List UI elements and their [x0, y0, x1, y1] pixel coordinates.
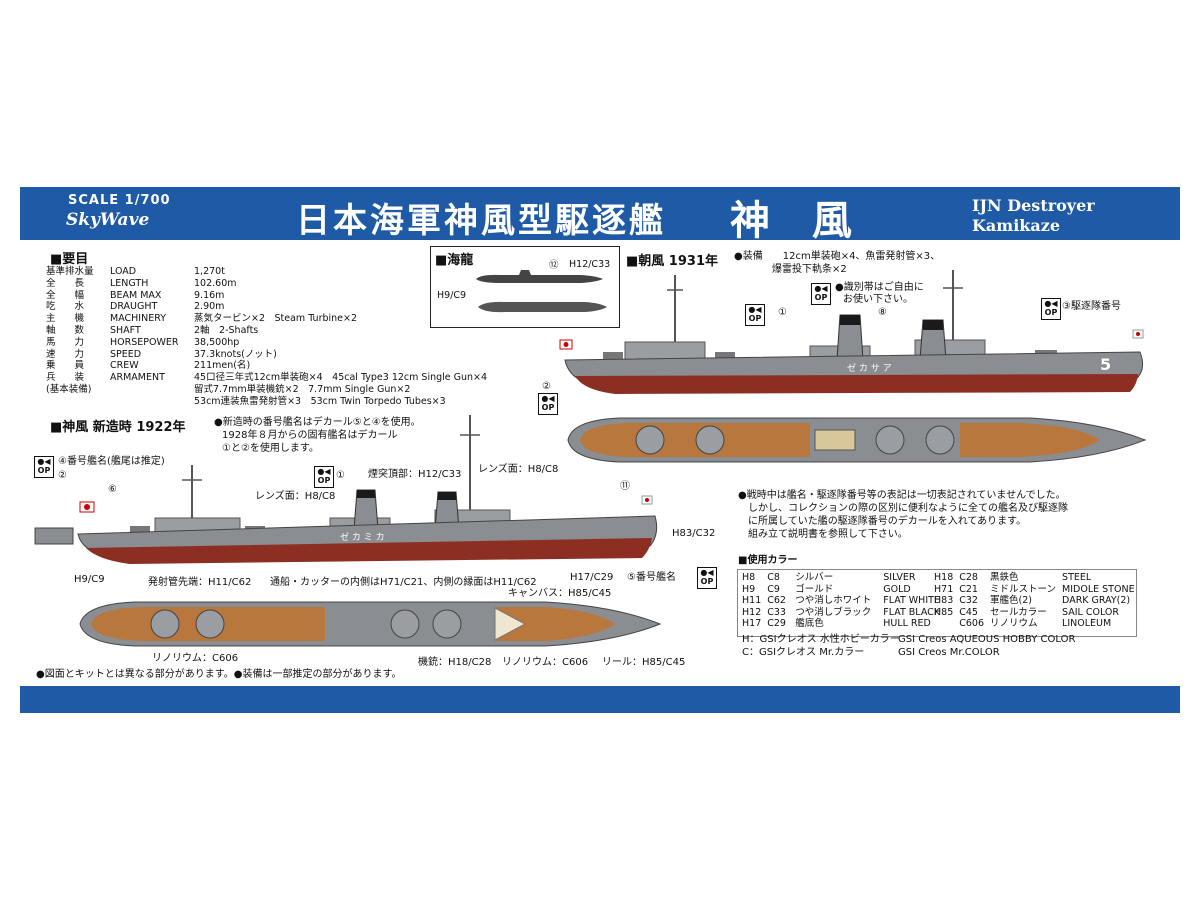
kamikaze-label-4: ④番号艦名(艦尾は推定) — [58, 456, 165, 467]
asakaze-hull-name: ゼ カ サ ア — [847, 362, 892, 374]
asakaze-side-profile: ゼ カ サ ア 5 — [559, 270, 1144, 394]
specs-heading: ■要目 — [50, 252, 89, 267]
op-badge: ●◀OP — [745, 304, 765, 326]
op-badge: ●◀OP — [314, 466, 334, 488]
spec-row: 53cm連装魚雷発射管×3 53cm Twin Torpedo Tubes×3 — [194, 395, 446, 407]
label-torpedo: 発射管先端：H11/C62 — [148, 577, 252, 588]
kamikaze-callout-1: ① — [336, 470, 345, 481]
brand-logo: SkyWave — [66, 210, 150, 230]
op-badge: ●◀OP — [697, 567, 717, 589]
label-canvas: キャンバス：H85/C45 — [508, 588, 612, 599]
kamikaze-callout-6: ⑥ — [108, 484, 117, 495]
legend-h-jp: H：GSIクレオス 水性ホビーカラー — [742, 634, 900, 645]
op-badge: ●◀OP — [811, 283, 831, 305]
legend-c-jp: C：GSIクレオス Mr.カラー — [742, 647, 865, 658]
label-linoleum-mid: リノリウム：C606 — [502, 657, 589, 668]
asakaze-top-view — [567, 417, 1147, 463]
kamikaze-hull-name: ゼ カ ミ カ — [340, 531, 385, 543]
op-badge: ●◀OP — [538, 393, 558, 415]
kairyu-panel: ■海龍 H12/C33 H9/C9 ⑫ — [430, 246, 620, 328]
kamikaze-side-profile: ゼ カ ミ カ — [34, 415, 658, 564]
asakaze-note-2: お使い下さい。 — [843, 294, 913, 305]
asakaze-hull-number: 5 — [1100, 355, 1111, 374]
asakaze-callout-2: ② — [542, 381, 551, 392]
label-h9: H9/C9 — [74, 574, 105, 585]
asakaze-callout-8: ⑧ — [878, 307, 887, 318]
kamikaze-note-2: 1928年８月からの固有艦名はデカール — [222, 430, 398, 441]
scale-label: SCALE 1/700 — [68, 193, 171, 208]
footer-note: ●図面とキットとは異なる部分があります。●装備は一部推定の部分があります。 — [36, 669, 402, 680]
asakaze-equip-2: 爆雷投下軌条×2 — [772, 264, 847, 275]
asakaze-equip-1: ●装備 12cm単装砲×4、魚雷発射管×3、 — [734, 251, 941, 262]
label-lens-2: レンズ面：H8/C8 — [255, 491, 336, 502]
label-stack-top: 煙突頂部：H12/C33 — [368, 469, 462, 480]
label-5: ⑤番号艦名 — [627, 572, 676, 583]
label-mg: 機銃：H18/C28 — [418, 657, 492, 668]
label-h17: H17/C29 — [570, 572, 614, 583]
op-badge: ●◀OP — [34, 456, 54, 478]
kamikaze-note-1: ●新造時の番号艦名はデカール⑤と④を使用。 — [214, 417, 421, 428]
asakaze-note-1: ●識別帯はご自由に — [835, 282, 924, 293]
kairyu-submarine-top — [478, 301, 607, 313]
legend-c-en: GSI Creos Mr.COLOR — [898, 647, 1000, 658]
title-en-line2: Kamikaze — [972, 216, 1060, 235]
title-en-line1: IJN Destroyer — [972, 196, 1095, 215]
kairyu-submarine-side — [476, 270, 603, 283]
asakaze-squad-label: ③駆逐隊番号 — [1062, 301, 1121, 312]
kairyu-callout: ⑫ — [549, 260, 559, 271]
kamikaze-callout-11: ⑪ — [620, 481, 630, 492]
kairyu-label-top: H12/C33 — [569, 259, 611, 270]
legend-h-en: GSI Creos AQUEOUS HOBBY COLOR — [898, 634, 1076, 645]
kamikaze-top-view — [79, 601, 662, 647]
spec-row: (基本装備)留式7.7mm単装機銃×2 7.7mm Single Gun×2 — [46, 383, 411, 395]
label-h83: H83/C32 — [672, 528, 716, 539]
wartime-note-2: しかし、コレクションの際の区別に便利なように全ての艦名及び駆逐隊 — [748, 503, 1068, 514]
wartime-note-3: に所属していた艦の駆逐隊番号のデカールを入れてあります。 — [748, 516, 1027, 527]
asakaze-heading: ■朝風 1931年 — [626, 254, 718, 269]
label-linoleum-left: リノリウム：C606 — [152, 653, 239, 664]
ship-name-kanji: 神 風 — [730, 197, 866, 244]
asakaze-callout-1: ① — [778, 307, 787, 318]
label-lens-1: レンズ面：H8/C8 — [478, 464, 559, 475]
footer-band — [20, 686, 1180, 713]
header-band — [20, 187, 1180, 240]
kamikaze-note-3: ①と②を使用します。 — [222, 443, 319, 454]
label-reel: リール：H85/C45 — [602, 657, 686, 668]
page-title: 日本海軍神風型駆逐艦 — [296, 201, 666, 241]
kamikaze-heading: ■神風 新造時 1922年 — [50, 420, 186, 435]
label-boat: 通船・カッターの内側はH71/C21、内側の縁面はH11/C62 — [270, 577, 537, 588]
kamikaze-callout-2: ② — [58, 470, 67, 481]
wartime-note-4: 組み立て説明書を参照して下さい。 — [748, 529, 908, 540]
kairyu-heading: ■海龍 — [435, 253, 474, 268]
stern-panel — [34, 527, 74, 545]
colors-heading: ■使用カラー — [738, 555, 798, 566]
wartime-note-1: ●戦時中は艦名・駆逐隊番号等の表記は一切表記されていませんでした。 — [738, 490, 1066, 501]
op-badge: ●◀OP — [1041, 298, 1061, 320]
kairyu-label-left: H9/C9 — [437, 290, 467, 301]
